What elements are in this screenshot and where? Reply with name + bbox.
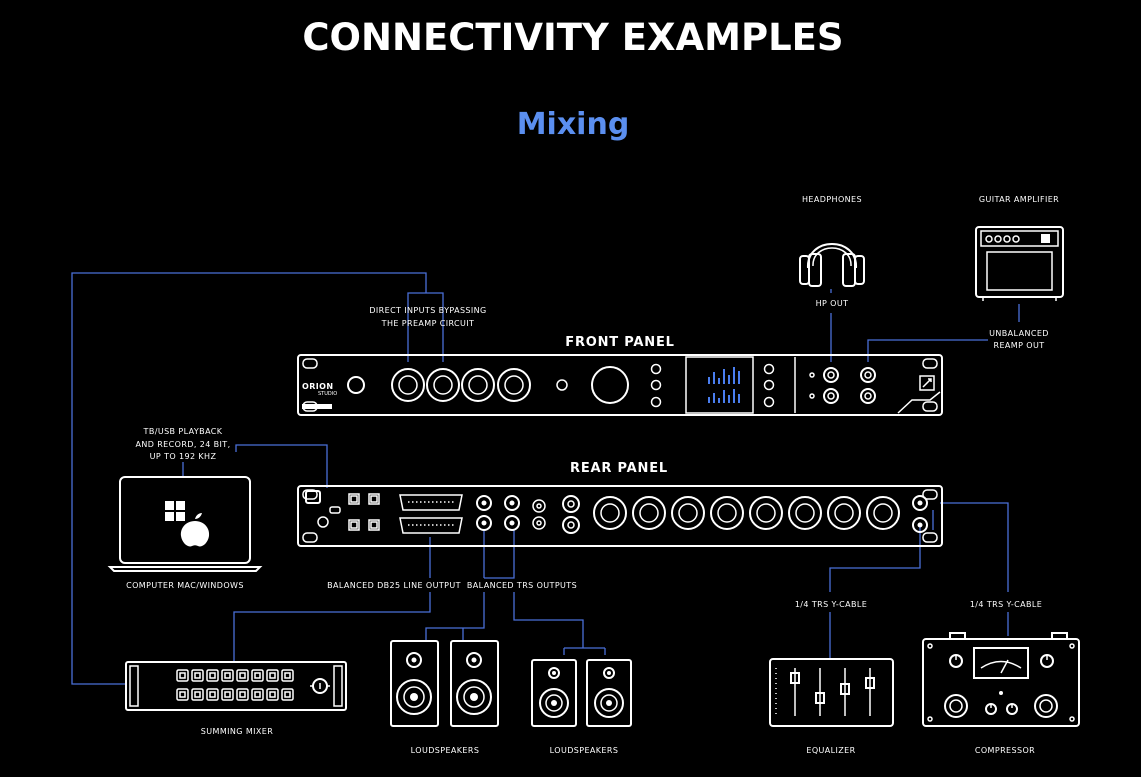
page-title: CONNECTIVITY EXAMPLES bbox=[302, 16, 843, 59]
mixer-button bbox=[251, 688, 264, 701]
loudspeakers-label-1: LOUDSPEAKERS bbox=[411, 746, 480, 755]
mixer-button bbox=[266, 688, 279, 701]
mixer-button bbox=[176, 669, 189, 682]
connection-wires bbox=[71, 272, 1020, 685]
wire-speakers-2 bbox=[513, 612, 606, 655]
headphones-label: HEADPHONES bbox=[802, 195, 862, 204]
mixer-button-inner bbox=[284, 672, 291, 679]
front-panel: ORION STUDIO bbox=[297, 354, 943, 416]
level-meter-icon bbox=[708, 367, 740, 403]
wire-ycable-eq bbox=[829, 525, 921, 592]
loudspeaker-icon bbox=[450, 640, 499, 727]
rear-panel bbox=[297, 485, 943, 547]
headphones-icon bbox=[799, 243, 865, 287]
mixer-button-inner bbox=[269, 691, 276, 698]
laptop-icon bbox=[107, 476, 263, 572]
db25-output-label: BALANCED DB25 LINE OUTPUT bbox=[327, 581, 461, 590]
mixer-button bbox=[236, 688, 249, 701]
trs-outputs-label: BALANCED TRS OUTPUTS bbox=[467, 581, 577, 590]
mixer-button-inner bbox=[194, 672, 201, 679]
compressor-label: COMPRESSOR bbox=[975, 746, 1035, 755]
mixer-button-inner bbox=[179, 691, 186, 698]
wire-ycable-compressor bbox=[940, 502, 1009, 592]
tb-usb-label-3: UP TO 192 KHZ bbox=[150, 452, 217, 461]
mixer-button bbox=[236, 669, 249, 682]
orion-logo-sub: STUDIO bbox=[318, 391, 337, 397]
mixer-button bbox=[281, 669, 294, 682]
computer-label: COMPUTER MAC/WINDOWS bbox=[126, 581, 244, 590]
front-panel-label: FRONT PANEL bbox=[565, 335, 674, 350]
mixer-button bbox=[191, 688, 204, 701]
mixer-button bbox=[206, 688, 219, 701]
summing-mixer-label: SUMMING MIXER bbox=[201, 727, 273, 736]
mixer-button bbox=[251, 669, 264, 682]
mixer-button-inner bbox=[224, 691, 231, 698]
orion-logo: ORION bbox=[302, 382, 333, 391]
tb-usb-label-1: TB/USB PLAYBACK bbox=[143, 427, 223, 436]
unbalanced-label-2: REAMP OUT bbox=[994, 341, 1045, 350]
loudspeaker-icon bbox=[531, 659, 577, 727]
loudspeaker-icon bbox=[390, 640, 439, 727]
mixer-button-inner bbox=[239, 672, 246, 679]
guitar-amplifier-icon bbox=[975, 226, 1064, 301]
ycable-label-compressor: 1/4 TRS Y-CABLE bbox=[970, 600, 1042, 609]
rear-panel-label: REAR PANEL bbox=[570, 461, 668, 476]
mixer-button-inner bbox=[254, 672, 261, 679]
mixer-button-inner bbox=[194, 691, 201, 698]
direct-inputs-label-2: THE PREAMP CIRCUIT bbox=[381, 319, 475, 328]
equalizer-label: EQUALIZER bbox=[806, 746, 855, 755]
wire-trs bbox=[483, 530, 515, 579]
mixer-button bbox=[176, 688, 189, 701]
hp-out-label: HP OUT bbox=[816, 299, 849, 308]
summing-mixer-icon bbox=[125, 661, 347, 711]
wire-summing-to-direct bbox=[71, 272, 427, 685]
compressor-icon bbox=[922, 632, 1080, 727]
mixer-button-inner bbox=[254, 691, 261, 698]
mixer-button-inner bbox=[209, 672, 216, 679]
mixer-button bbox=[221, 669, 234, 682]
mixer-button-inner bbox=[239, 691, 246, 698]
wire-trs-split bbox=[483, 592, 515, 612]
wire-db25-summing bbox=[233, 592, 431, 662]
mixer-button bbox=[281, 688, 294, 701]
mixer-button bbox=[266, 669, 279, 682]
ycable-label-eq: 1/4 TRS Y-CABLE bbox=[795, 600, 867, 609]
unbalanced-label-1: UNBALANCED bbox=[989, 329, 1049, 338]
section-subtitle: Mixing bbox=[517, 107, 630, 142]
mixer-button-inner bbox=[284, 691, 291, 698]
mixer-button bbox=[221, 688, 234, 701]
mixer-button-inner bbox=[209, 691, 216, 698]
loudspeakers-label-2: LOUDSPEAKERS bbox=[550, 746, 619, 755]
windows-logo-icon bbox=[165, 501, 185, 521]
mixer-button-inner bbox=[224, 672, 231, 679]
mixer-button-inner bbox=[269, 672, 276, 679]
guitar-amp-label: GUITAR AMPLIFIER bbox=[979, 195, 1059, 204]
apple-logo-icon bbox=[180, 513, 210, 547]
wire-speakers-1 bbox=[425, 612, 485, 640]
wire-tb-rear bbox=[235, 444, 328, 488]
loudspeaker-icon bbox=[586, 659, 632, 727]
direct-inputs-label-1: DIRECT INPUTS BYPASSING bbox=[369, 306, 486, 315]
mixer-button bbox=[191, 669, 204, 682]
mixer-button-inner bbox=[179, 672, 186, 679]
wire-direct-inputs bbox=[407, 292, 444, 362]
mixer-button bbox=[206, 669, 219, 682]
tb-usb-label-2: AND RECORD, 24 BIT, bbox=[135, 440, 230, 449]
equalizer-icon bbox=[769, 658, 894, 727]
